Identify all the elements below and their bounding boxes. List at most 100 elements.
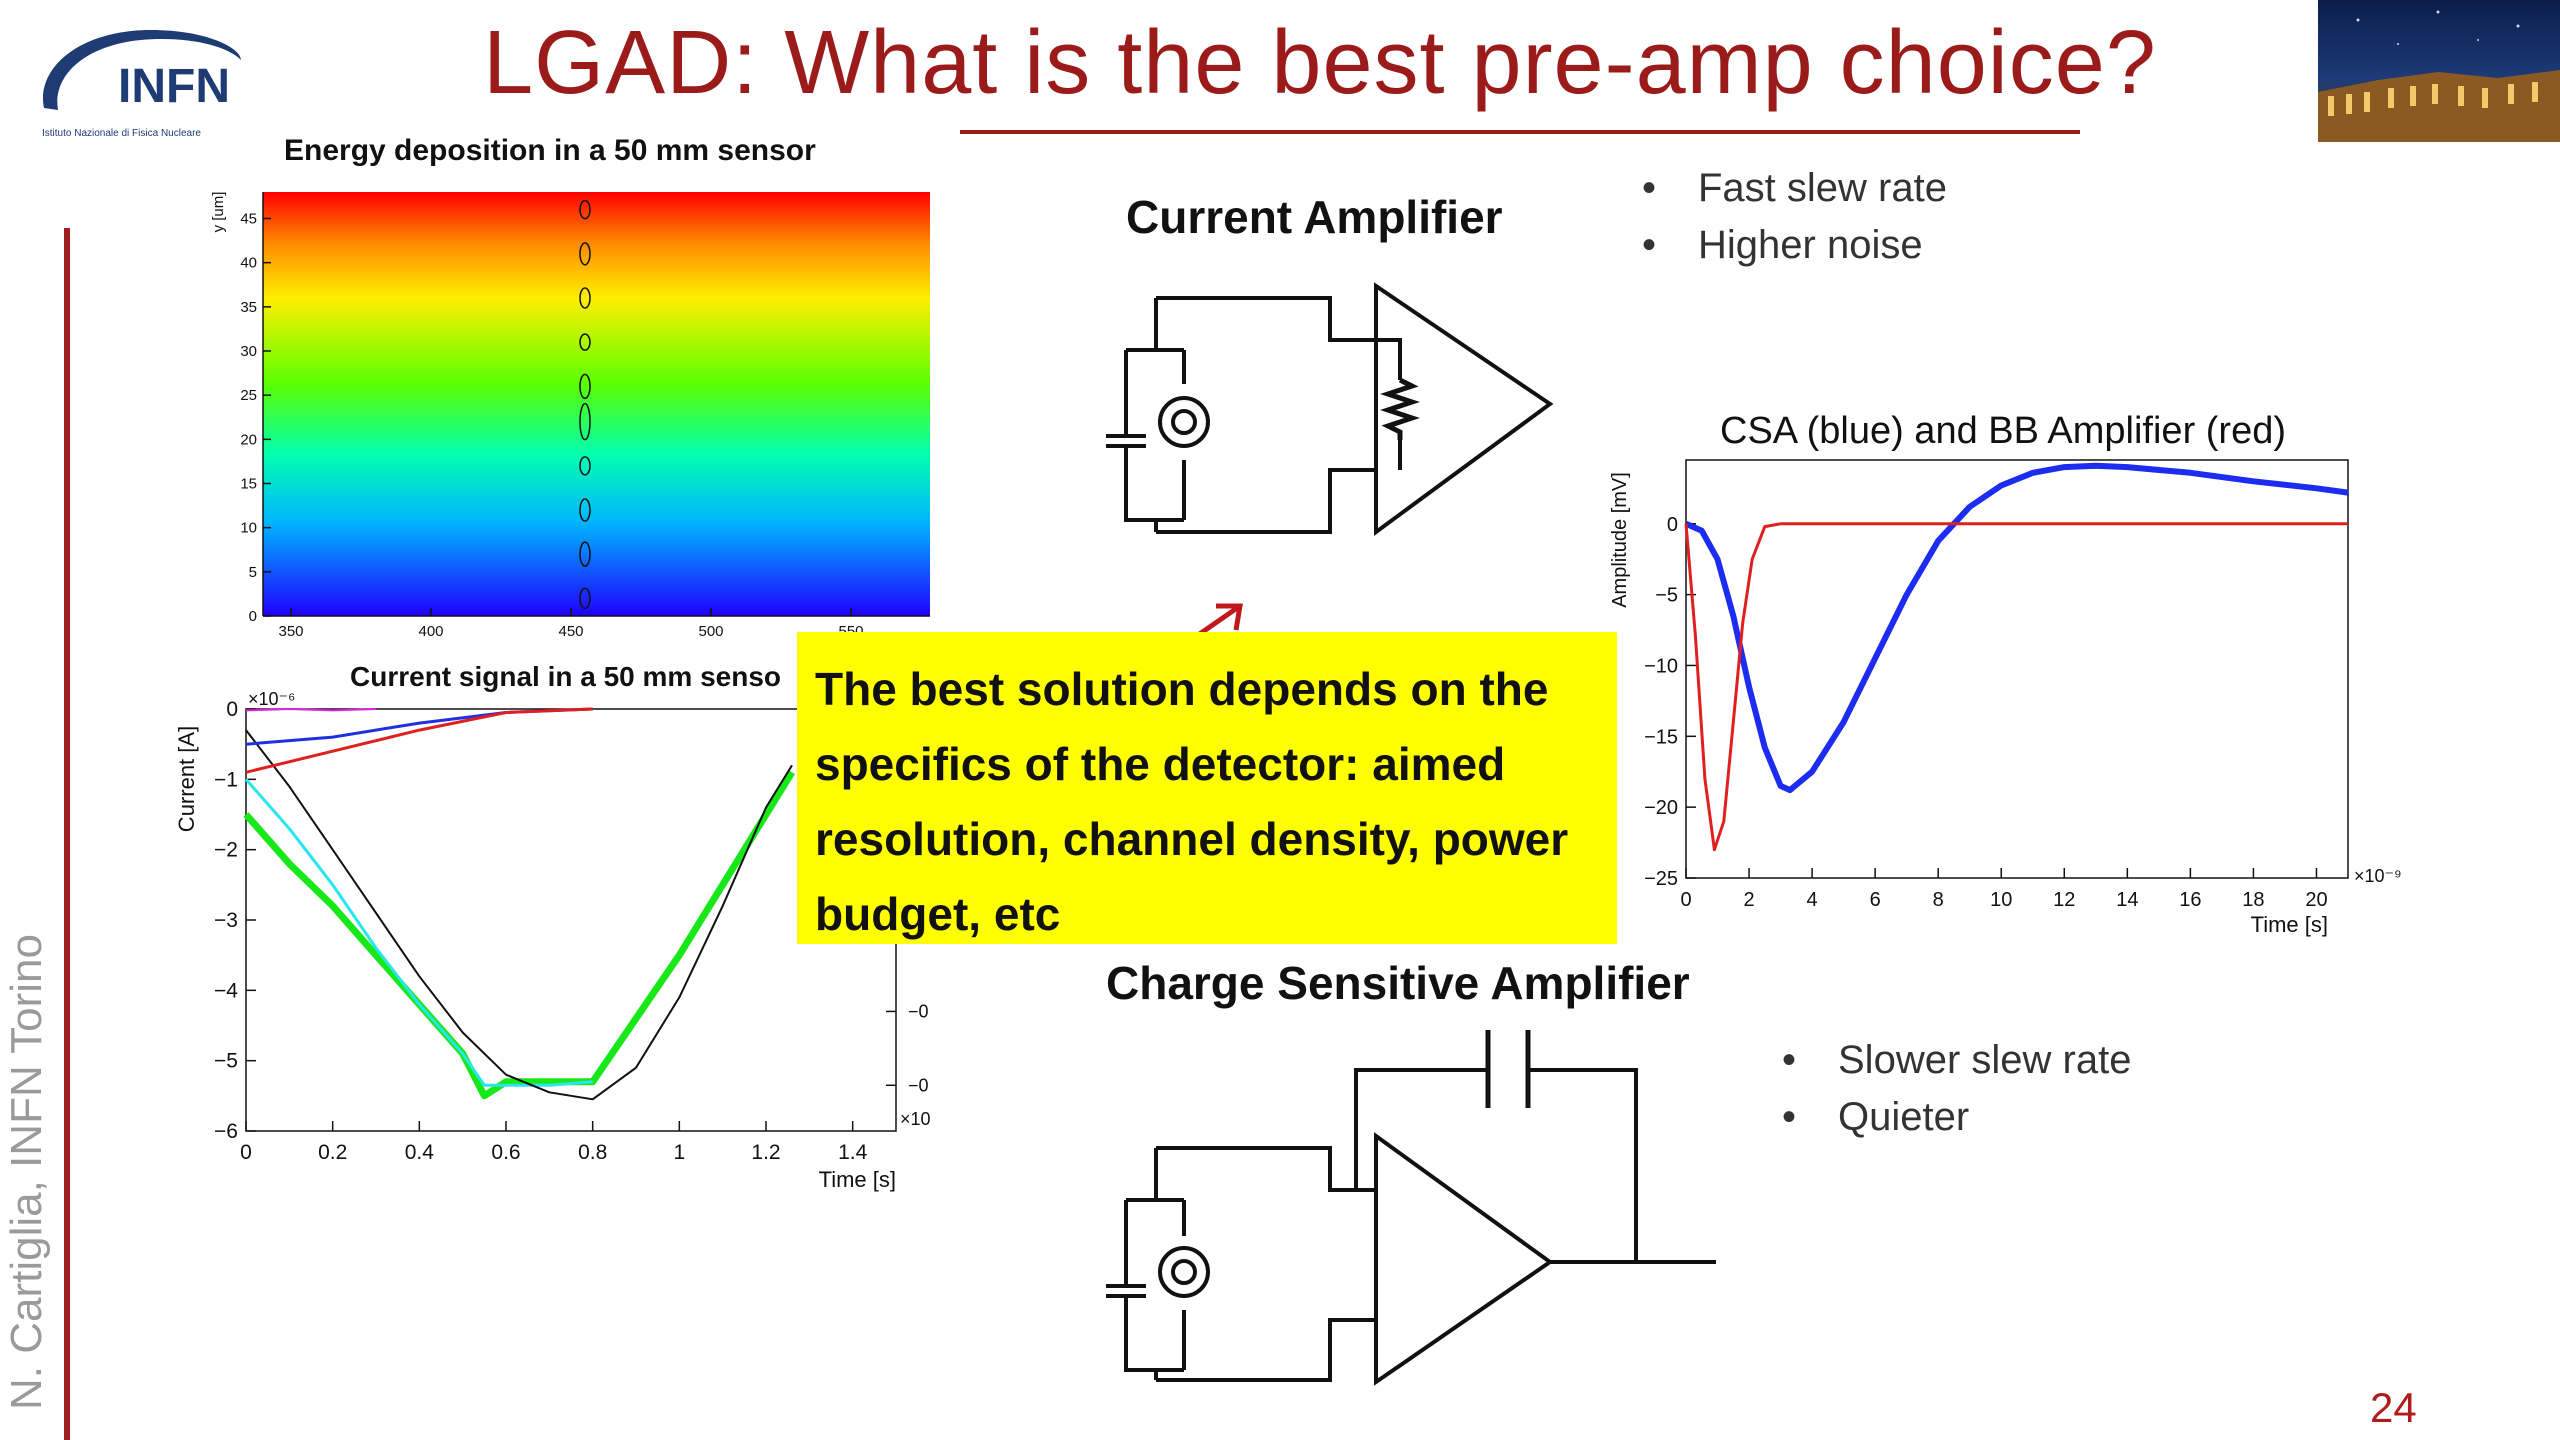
current-right-tick-label: −0.25: [908, 1075, 930, 1095]
heatmap-y-tick-label: 15: [240, 476, 257, 493]
current-signal-chart: 00.20.40.60.811.21.40−1−2−3−4−5−6−0.2−0.…: [174, 689, 930, 1192]
current-y-tick-label: −1: [214, 768, 238, 791]
track-cluster: [579, 498, 591, 522]
current-y-tick-label: −4: [214, 979, 238, 1002]
csa-y-tick-label: −20: [1644, 797, 1678, 819]
heatmap-y-tick-label: 45: [240, 211, 257, 228]
bullet-text: Fast slew rate: [1698, 166, 1947, 210]
current-x-tick-label: 0: [240, 1141, 252, 1164]
current-series-line: [244, 778, 593, 1087]
infn-logo: INFN Istituto Nazionale di Fisica Nuclea…: [36, 20, 246, 150]
charge-amp-bullets: • Slower slew rate •Quieter: [1782, 1038, 2131, 1140]
csa-x-tick-label: 18: [2242, 889, 2264, 911]
csa-x-tick-label: 16: [2179, 889, 2201, 911]
heatmap-x-tick-label: 450: [558, 623, 583, 640]
heatmap-fill: [263, 192, 930, 616]
csa-x-tick-label: 12: [2053, 889, 2075, 911]
track-cluster: [579, 541, 591, 567]
current-signal-title: Current signal in a 50 mm senso: [350, 661, 782, 692]
track-cluster: [579, 287, 591, 309]
heatmap-y-tick-label: 20: [240, 431, 257, 448]
current-amplifier-schematic: [1106, 282, 1554, 536]
current-series-line: [245, 729, 793, 1101]
infn-logo-graphic: INFN Istituto Nazionale di Fisica Nuclea…: [42, 29, 241, 139]
heatmap-y-tick-label: 30: [240, 343, 257, 360]
left-accent-rule: [64, 228, 70, 1440]
csa-bb-panel: CSA (blue) and BB Amplifier (red) 0 2 4 6 8 1…: [1590, 400, 2490, 960]
current-x-tick-label: 0.4: [405, 1141, 435, 1164]
current-x-tick-label: 1.4: [838, 1141, 868, 1164]
csa-x-tick-label: 20: [2305, 889, 2327, 911]
page-number: 24: [2370, 1384, 2417, 1431]
callout-text: The best solution depends on the specifi…: [815, 663, 1569, 940]
csa-y-tick-label: −15: [1644, 726, 1678, 748]
track-cluster: [579, 373, 591, 400]
csa-y-label: Amplitude [mV]: [1609, 472, 1631, 608]
heatmap-chart: 0501001502002503003504003504004505005506…: [210, 192, 930, 640]
heatmap-x-tick-label: 350: [278, 623, 303, 640]
bullet-text: Slower slew rate: [1838, 1038, 2132, 1082]
heatmap-y-tick-label: 35: [240, 299, 257, 316]
title-underline: [960, 130, 2080, 134]
current-y-label: Current [A]: [174, 726, 199, 832]
csa-x-label: Time [s]: [2251, 912, 2328, 937]
bullet-dot-icon: •: [1782, 1038, 1797, 1082]
csa-x-tick-label: 6: [1870, 889, 1881, 911]
csa-x-tick-label: 0: [1680, 889, 1691, 911]
heatmap-y-tick-label: 10: [240, 520, 257, 537]
csa-y-tick-label: −25: [1644, 868, 1678, 890]
current-y-tick-label: −3: [214, 909, 238, 932]
csa-x-tick-label: 14: [2116, 889, 2138, 911]
track-cluster: [579, 242, 591, 266]
charge-amplifier-heading: Charge Sensitive Amplifier: [1106, 957, 1690, 1009]
track-cluster: [579, 587, 591, 610]
current-y-tick-label: −2: [214, 839, 238, 862]
csa-x-tick-label: 10: [1990, 889, 2012, 911]
author-credit: N. Cartiglia, INFN Torino: [2, 934, 51, 1410]
csa-x-tick-label: 2: [1743, 889, 1754, 911]
heatmap-x-tick-label: 400: [418, 623, 443, 640]
csa-bb-title: CSA (blue) and BB Amplifier (red): [1720, 410, 2287, 452]
current-x-multiplier: ×10⁻⁹: [900, 1109, 930, 1129]
csa-x-multiplier: ×10⁻⁹: [2354, 866, 2402, 886]
bullet-text: Quieter: [1838, 1095, 1970, 1139]
bullet-item: •Quieter: [1782, 1095, 2131, 1140]
current-y-tick-label: −5: [214, 1050, 238, 1073]
track-cluster: [579, 333, 591, 351]
current-x-label: Time [s]: [819, 1167, 896, 1192]
current-y-multiplier: ×10⁻⁶: [248, 689, 295, 709]
heatmap-y-label: y [um]: [210, 192, 227, 233]
bullet-item: •Higher noise: [1642, 223, 1947, 268]
current-right-tick-label: −0.2: [908, 1001, 930, 1021]
csa-y-tick-label: −10: [1644, 655, 1678, 677]
current-x-tick-label: 0.6: [491, 1141, 520, 1164]
current-series-line: [245, 707, 593, 746]
slide-title: LGAD: What is the best pre-amp choice?: [483, 13, 2157, 113]
csa-y-tick-label: 0: [1667, 514, 1678, 536]
heatmap-y-tick-label: 0: [249, 608, 257, 625]
current-signal-panel: 00.20.40.60.811.21.40−1−2−3−4−5−6−0.2−0.…: [150, 655, 930, 1215]
csa-x-tick-label: 8: [1933, 889, 1944, 911]
current-series-line: [245, 707, 593, 774]
csa-series-line: [1684, 522, 2348, 852]
bullet-item: • Slower slew rate: [1782, 1038, 2131, 1083]
current-x-tick-label: 1.2: [751, 1141, 780, 1164]
bullet-dot-icon: •: [1642, 223, 1657, 267]
current-y-tick-label: 0: [226, 698, 238, 721]
header-photo: [2318, 0, 2560, 142]
current-amp-bullets: • Fast slew rate •Higher noise: [1642, 166, 1947, 268]
logo-text: INFN: [118, 60, 230, 113]
csa-x-tick-label: 4: [1807, 889, 1818, 911]
current-series-line: [245, 708, 377, 712]
track-cluster: [579, 456, 591, 476]
current-x-tick-label: 0.2: [318, 1141, 347, 1164]
bullet-dot-icon: •: [1642, 166, 1657, 210]
current-amplifier-heading: Current Amplifier: [1126, 191, 1503, 243]
current-x-tick-label: 0.8: [578, 1141, 607, 1164]
track-cluster: [579, 199, 591, 220]
csa-series-line: [1684, 462, 2349, 794]
current-y-tick-label: −6: [214, 1120, 238, 1143]
charge-amplifier-schematic: [1106, 1030, 1716, 1386]
csa-plot-frame: [1685, 459, 2349, 879]
